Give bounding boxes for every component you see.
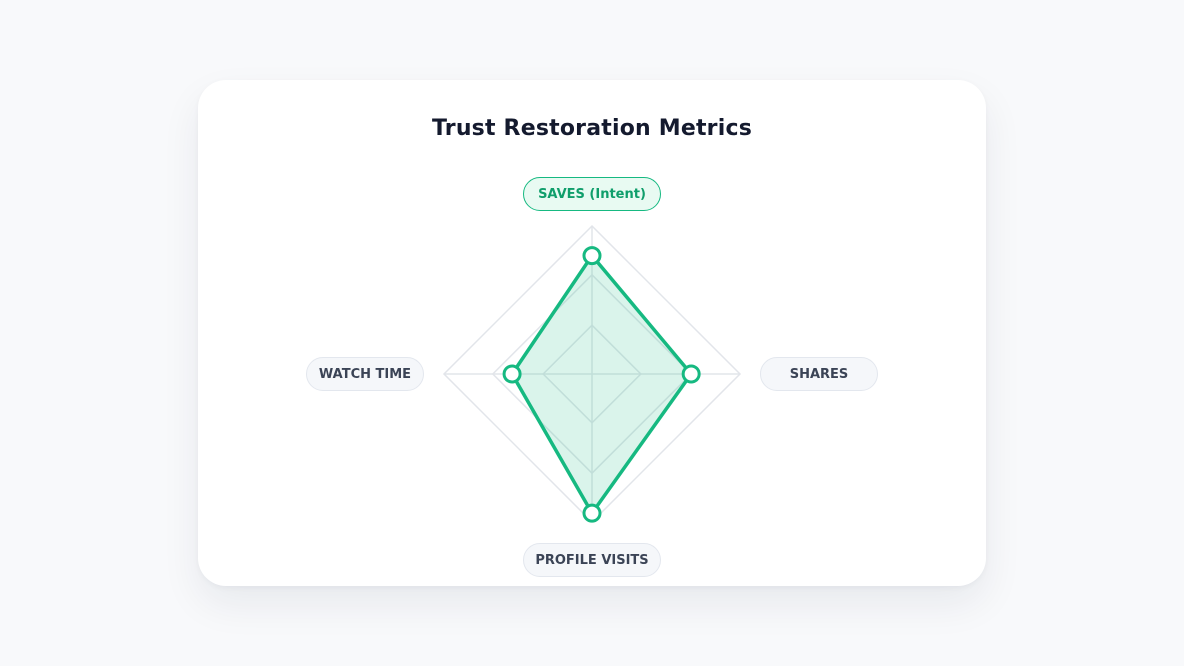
data-point-3[interactable]	[582, 503, 602, 523]
radar-chart	[442, 224, 742, 524]
axis-label-shares[interactable]: SHARES	[760, 357, 878, 391]
data-point-4[interactable]	[502, 364, 522, 384]
axis-label-profile-visits[interactable]: PROFILE VISITS	[523, 543, 661, 577]
data-point-2[interactable]	[681, 364, 701, 384]
axis-label-saves[interactable]: SAVES (Intent)	[523, 177, 661, 211]
series-area	[510, 253, 693, 515]
chart-title: Trust Restoration Metrics	[431, 116, 752, 141]
axis-label-watch-time[interactable]: WATCH TIME	[306, 357, 424, 391]
chart-card: Trust Restoration Metrics SAVES (Intent)…	[198, 80, 986, 586]
radar-series	[502, 246, 701, 523]
data-point-1[interactable]	[582, 246, 602, 266]
